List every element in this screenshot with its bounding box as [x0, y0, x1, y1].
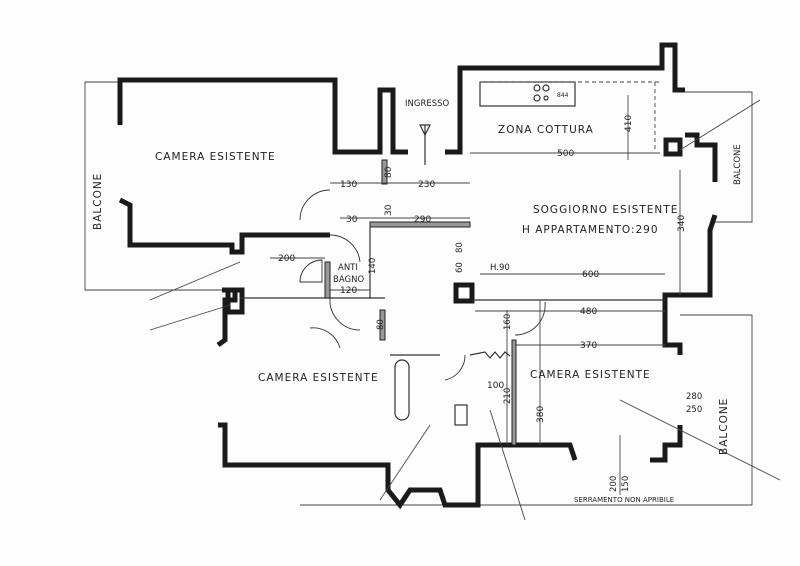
- room-label-ingresso: INGRESSO: [405, 99, 450, 109]
- exterior-walls: [117, 42, 718, 510]
- dim-120: 120: [340, 286, 357, 296]
- dim-60: 60: [455, 262, 465, 273]
- dim-340: 340: [677, 215, 687, 232]
- dim-200-b: 200: [609, 476, 619, 492]
- dim-80-b: 80: [376, 319, 386, 330]
- dim-410: 410: [624, 115, 634, 132]
- room-label-bagno: BAGNO: [333, 275, 364, 285]
- dim-380: 380: [536, 406, 546, 423]
- dim-250: 250: [686, 405, 702, 415]
- door-swings: [299, 189, 546, 381]
- dimension-labels: 500 410 130 80 230 30 30 290 200 120 140…: [278, 115, 702, 492]
- dim-160: 160: [503, 314, 513, 330]
- dim-290: 290: [414, 215, 431, 225]
- apartment-height-label: H APPARTAMENTO:290: [522, 224, 659, 236]
- dim-100: 100: [487, 381, 504, 391]
- dim-500: 500: [557, 149, 574, 159]
- dim-480: 480: [580, 307, 597, 317]
- dimension-lines: [149, 95, 781, 521]
- fixed-window-note: SERRAMENTO NON APRIBILE: [574, 496, 674, 504]
- room-label-camera-middle-left: CAMERA ESISTENTE: [258, 372, 379, 384]
- room-label-camera-top-left: CAMERA ESISTENTE: [155, 151, 276, 163]
- room-label-soggiorno: SOGGIORNO ESISTENTE: [533, 204, 678, 216]
- room-labels: CAMERA ESISTENTE CAMERA ESISTENTE CAMERA…: [92, 92, 743, 504]
- dim-150: 150: [621, 476, 631, 492]
- dim-h90: H.90: [490, 263, 510, 273]
- interior-partitions: [240, 81, 665, 446]
- dim-210: 210: [503, 388, 513, 404]
- room-label-zona-cottura: ZONA COTTURA: [498, 124, 594, 136]
- dim-130: 130: [340, 180, 357, 190]
- room-label-anti: ANTI: [338, 263, 358, 273]
- balcony-outlines: [84, 81, 753, 506]
- dim-80-a: 80: [384, 166, 394, 178]
- stove-label: 844: [557, 92, 569, 99]
- dim-140: 140: [368, 258, 378, 274]
- dim-200: 200: [278, 254, 295, 264]
- dim-30-a: 30: [384, 204, 394, 216]
- dim-280: 280: [686, 392, 702, 402]
- dim-80-c: 80: [455, 242, 465, 253]
- dim-370: 370: [580, 341, 597, 351]
- balcony-label-right-bottom: BALCONE: [718, 398, 730, 455]
- dim-230: 230: [418, 180, 435, 190]
- balcony-label-left: BALCONE: [92, 173, 104, 230]
- dim-600: 600: [582, 270, 599, 280]
- room-label-camera-right: CAMERA ESISTENTE: [530, 369, 651, 381]
- dim-30-b: 30: [346, 215, 358, 225]
- balcony-label-right-top: BALCONE: [733, 144, 743, 185]
